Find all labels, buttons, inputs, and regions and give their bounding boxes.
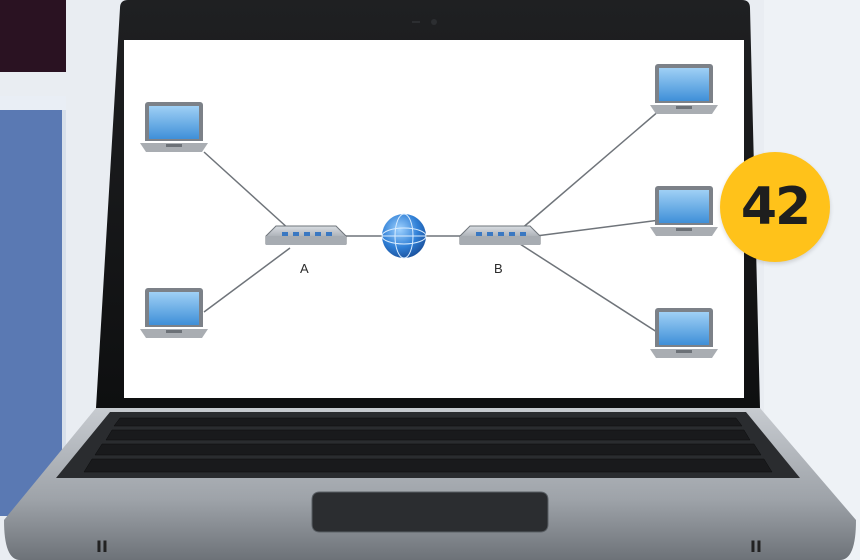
laptop-icon-bottomleft xyxy=(140,288,208,338)
background-blue-panel xyxy=(0,96,66,516)
webcam xyxy=(431,19,437,25)
laptop-icon-bottomright xyxy=(650,308,718,358)
globe-icon xyxy=(381,213,427,259)
network-links xyxy=(203,109,661,335)
network-hub-icon-a xyxy=(265,225,347,246)
hinge-mark-right: II xyxy=(750,537,762,556)
hinge-mark-left: II xyxy=(96,537,108,556)
keyboard xyxy=(83,417,773,473)
laptop-icon-topleft xyxy=(140,102,208,152)
laptop-icon-midright xyxy=(650,186,718,236)
touchpad xyxy=(311,491,549,533)
badge-number: 42 xyxy=(740,177,811,237)
network-hub-icon-b xyxy=(459,225,541,246)
hub-a-label: A xyxy=(300,261,309,276)
laptop-screen xyxy=(124,40,744,398)
background-dark-panel xyxy=(0,0,66,72)
number-badge: 42 xyxy=(720,152,830,262)
hub-b-label: B xyxy=(494,261,503,276)
laptop-icon-topright xyxy=(650,64,718,114)
